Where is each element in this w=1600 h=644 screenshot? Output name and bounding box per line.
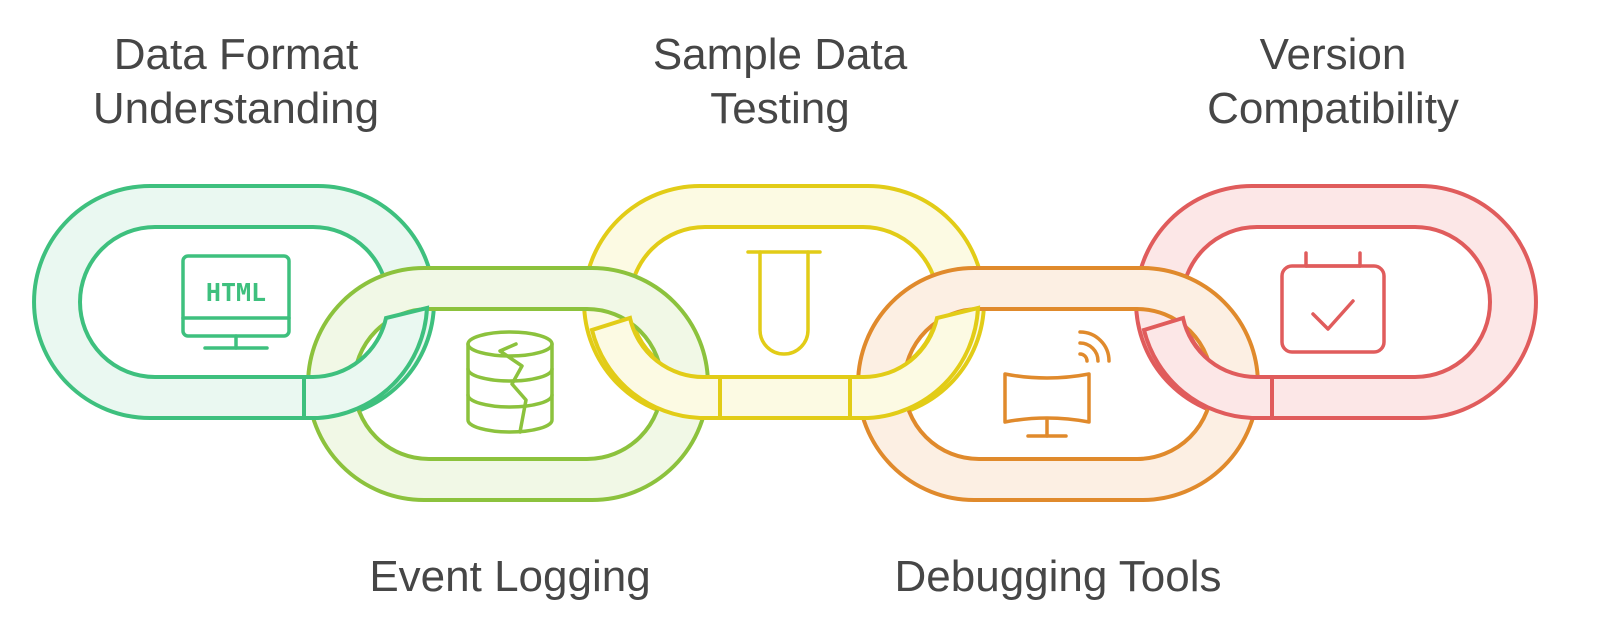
- step-3-label-line-1: Sample Data: [652, 30, 908, 79]
- chain-link-4: [856, 266, 1260, 502]
- calendar-check-icon: [1280, 251, 1386, 354]
- chain-link-3-overlap-left: [589, 315, 722, 420]
- step-1-label-line-1: Data Format: [113, 30, 359, 79]
- database-icon: [466, 330, 554, 434]
- step-3-label-line-2: Testing: [710, 84, 850, 133]
- step-3-label: Sample Data Testing: [653, 28, 907, 136]
- chain-link-1-overlap: [302, 305, 430, 420]
- chain-link-4-ring: [856, 266, 1260, 502]
- step-5-label-line-2: Compatibility: [1207, 84, 1459, 133]
- step-2-label: Event Logging: [369, 550, 650, 604]
- step-1-label: Data Format Understanding: [93, 28, 379, 136]
- step-2-label-line-1: Event Logging: [369, 552, 651, 601]
- html-icon-text: HTML: [206, 278, 266, 307]
- wireless-monitor-icon: [1003, 330, 1111, 438]
- chain-link-5-overlap: [1141, 315, 1274, 420]
- html-monitor-icon: HTML: [181, 254, 291, 350]
- chain-link-3-overlap-right: [848, 305, 981, 420]
- chain-link-5: [1134, 184, 1538, 420]
- chain-link-5-ring: [1134, 184, 1538, 420]
- step-4-label-line-1: Debugging Tools: [894, 552, 1222, 601]
- chain-link-2-ring: [306, 266, 710, 502]
- step-5-label: Version Compatibility: [1207, 28, 1459, 136]
- chain-link-2: [306, 266, 710, 502]
- step-1-label-line-2: Understanding: [92, 84, 380, 133]
- step-5-label-line-1: Version: [1259, 30, 1407, 79]
- test-tube-icon: [746, 250, 822, 356]
- step-4-label: Debugging Tools: [895, 550, 1222, 604]
